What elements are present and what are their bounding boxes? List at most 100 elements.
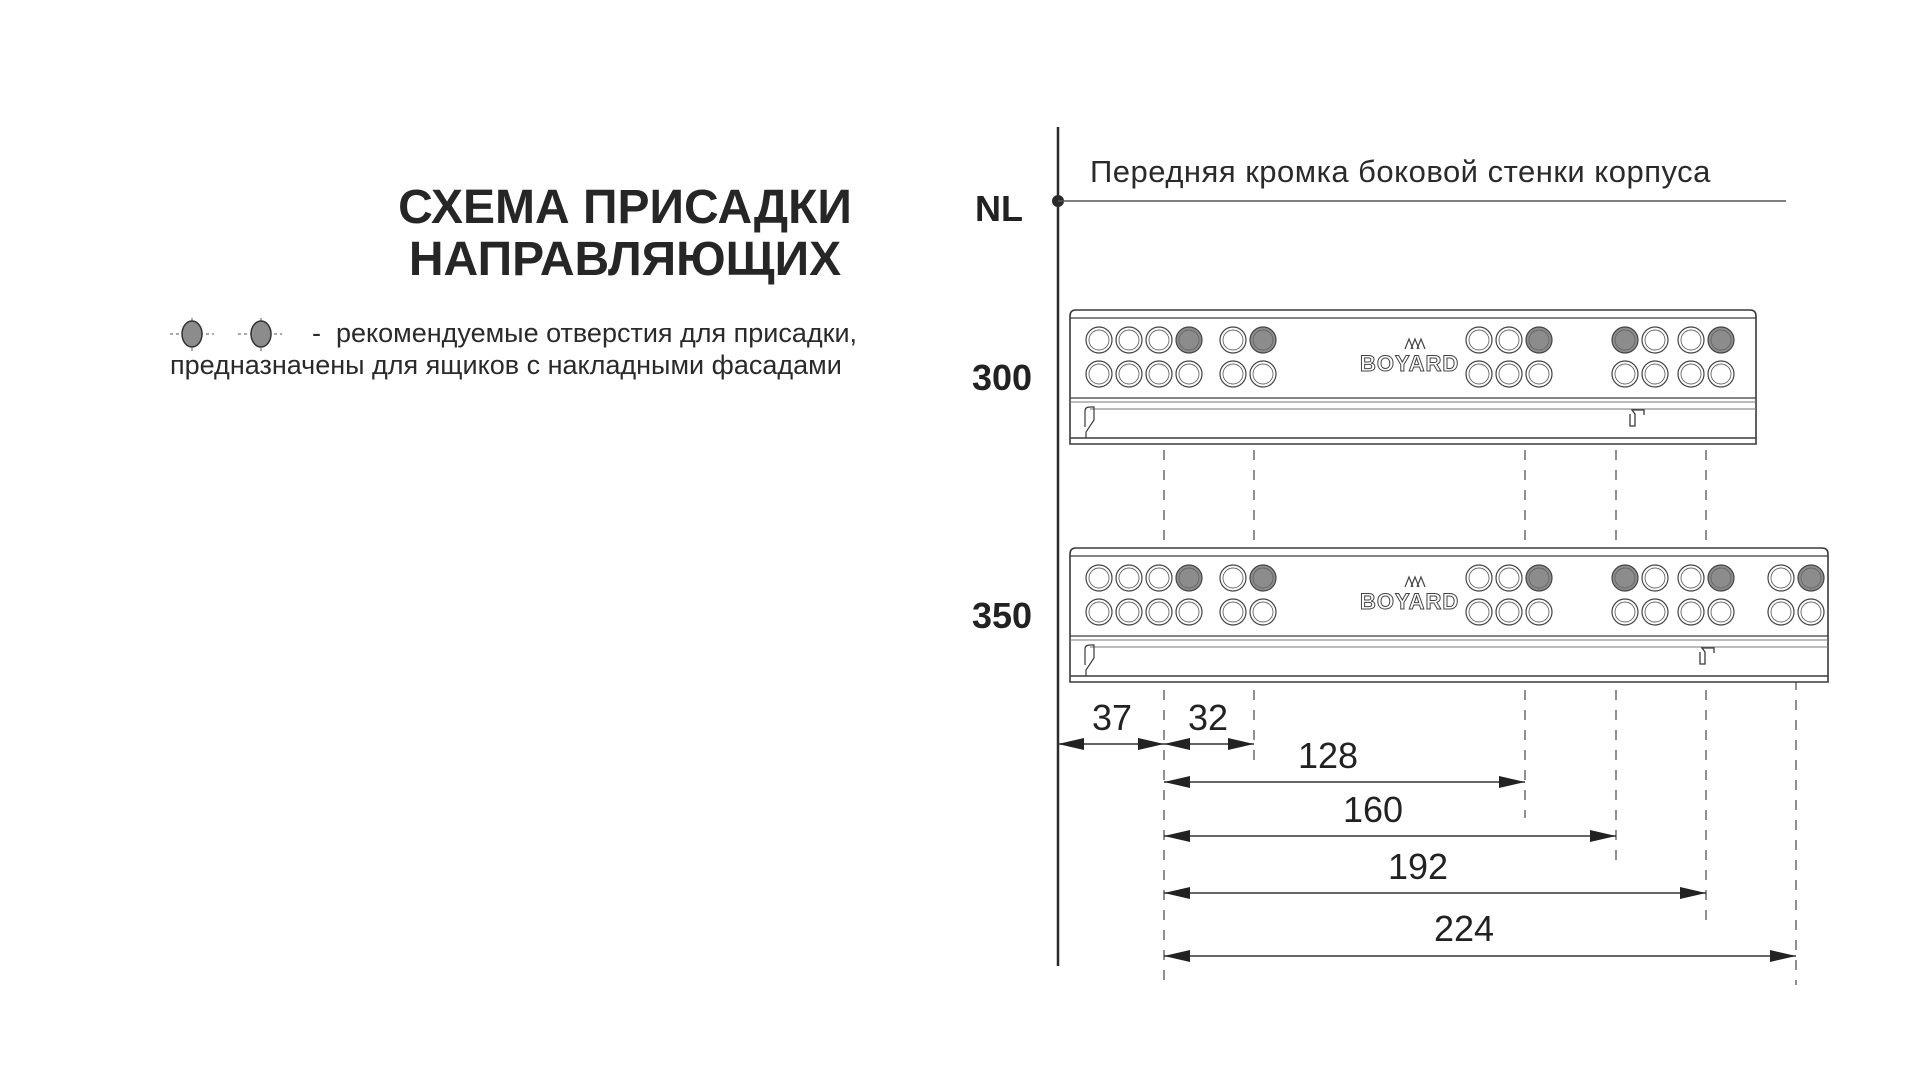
hole-inner-ring [1770,601,1792,623]
mounting-hole [1145,360,1173,388]
mounting-hole [1465,564,1493,592]
hole-inner-ring [1770,567,1792,589]
mounting-hole [1145,564,1173,592]
rail-300-label: 300 [972,357,1033,398]
hole-inner-ring [1680,363,1702,385]
dim-arrow-128 [1164,776,1525,788]
hole-group [1465,564,1553,626]
hole-inner-ring [1252,363,1274,385]
mounting-hole [1115,360,1143,388]
mounting-hole [1085,326,1113,354]
legend-hole-icon-1 [170,318,214,352]
hole-inner-ring [1498,567,1520,589]
hole-inner-ring [1178,567,1200,589]
hole-inner-ring [1644,363,1666,385]
hole-inner-ring [1252,567,1274,589]
hole-inner-ring [1178,329,1200,351]
mounting-hole [1677,598,1705,626]
nl-label: NL [975,188,1023,229]
hole-inner-ring [1614,567,1636,589]
hole-inner-ring [1118,329,1140,351]
mounting-hole [1797,598,1825,626]
recommended-hole [1249,326,1277,354]
hole-inner-ring [1178,601,1200,623]
mounting-hole [1465,598,1493,626]
rail-front-tab [1084,644,1095,676]
hole-inner-ring [1468,363,1490,385]
mounting-hole [1175,598,1203,626]
hole-inner-ring [1710,601,1732,623]
mounting-hole [1707,598,1735,626]
mounting-hole [1767,598,1795,626]
mounting-hole [1115,326,1143,354]
hole-inner-ring [1088,363,1110,385]
front-edge-label: Передняя кромка боковой стенки корпуса [1090,154,1711,189]
hole-inner-ring [1644,329,1666,351]
hole-group [1085,564,1203,626]
rail-rear-latch [1699,647,1715,665]
boyard-flame-icon [1404,337,1426,350]
mounting-hole [1495,360,1523,388]
hole-inner-ring [1468,567,1490,589]
hole-inner-ring [1710,567,1732,589]
mounting-hole [1495,326,1523,354]
rails-layer: BOYARD BOYARD [1069,309,1829,683]
hole-inner-ring [1498,363,1520,385]
dim-label-192: 192 [1387,846,1449,887]
mounting-hole [1707,360,1735,388]
mounting-hole [1145,598,1173,626]
mounting-hole [1525,598,1553,626]
mounting-hole [1219,360,1247,388]
hole-inner-ring [1222,363,1244,385]
dim-label-32: 32 [1187,697,1229,738]
arrowhead-right-icon [1499,776,1525,788]
hole-inner-ring [1498,329,1520,351]
mounting-hole [1249,360,1277,388]
dim-arrow-37 [1058,738,1164,750]
mounting-hole [1085,598,1113,626]
recommended-hole [1249,564,1277,592]
mounting-hole [1115,598,1143,626]
recommended-hole [1175,564,1203,592]
arrowhead-left-icon [1164,950,1190,962]
hole-inner-ring [1222,567,1244,589]
mounting-hole [1085,360,1113,388]
hole-inner-ring [1614,601,1636,623]
hole-group [1767,564,1825,626]
hole-inner-ring [1644,567,1666,589]
mounting-hole [1641,326,1669,354]
hole-inner-ring [1468,601,1490,623]
hole-inner-ring [1528,567,1550,589]
mounting-hole [1677,326,1705,354]
legend-line2: предназначены для ящиков с накладными фа… [170,350,842,380]
dim-label-160: 160 [1342,789,1404,830]
hole-inner-ring [1614,329,1636,351]
mounting-hole [1641,360,1669,388]
mounting-hole [1611,598,1639,626]
diagram-title-line1: СХЕМА ПРИСАДКИ [398,181,852,234]
arrowhead-left-icon [1164,887,1190,899]
hole-inner-ring [1178,363,1200,385]
mounting-hole [1677,564,1705,592]
boyard-flame-icon [1404,575,1426,588]
boyard-logo: BOYARD [1360,589,1459,614]
mounting-hole [1495,598,1523,626]
mounting-hole [1767,564,1795,592]
boyard-logo: BOYARD [1360,351,1459,376]
dimensions-layer [1058,738,1796,962]
recommended-hole [1175,326,1203,354]
mounting-hole [1115,564,1143,592]
rail-350-label: 350 [972,595,1033,636]
recommended-hole [1707,326,1735,354]
hole-inner-ring [1148,363,1170,385]
hole-inner-ring [1252,601,1274,623]
mounting-hole [1465,360,1493,388]
hole-inner-ring [1680,567,1702,589]
hole-inner-ring [1148,329,1170,351]
dim-label-128: 128 [1297,735,1359,776]
dim-label-37: 37 [1091,697,1133,738]
hole-inner-ring [1644,601,1666,623]
rail-300: BOYARD [1069,309,1757,445]
arrowhead-right-icon [1770,950,1796,962]
